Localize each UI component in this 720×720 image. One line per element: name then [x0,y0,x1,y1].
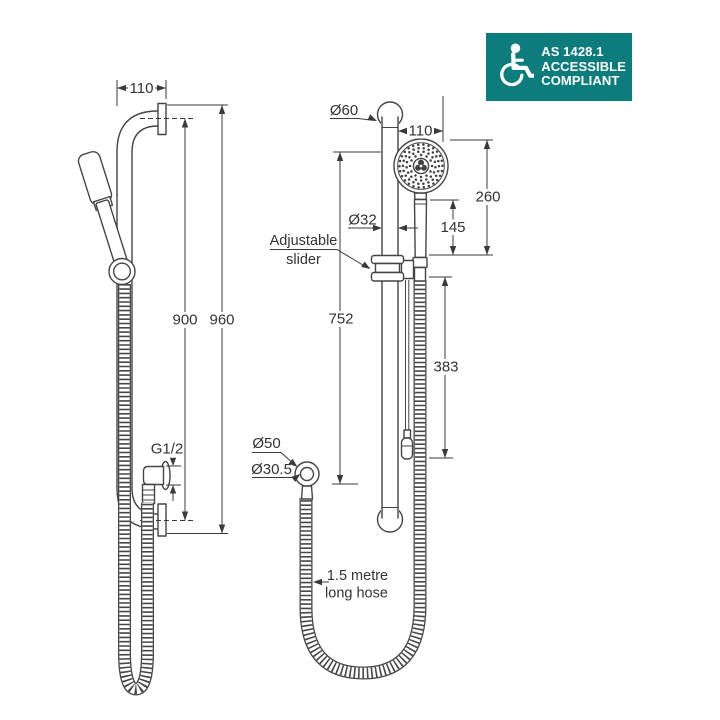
rail-diameter-callout: Ø32 [348,212,418,232]
slider-note: Adjustable slider [270,233,371,269]
hand-shower-side [77,150,136,286]
dim-wall-offset: 110 [116,80,167,106]
dim-rail-length: 752 [326,151,381,485]
front-view-drawing: Ø60 110 260 145 [251,96,503,673]
outlet-inner-diameter-label: Ø30.5 [251,461,292,478]
hose-note-line1: 1.5 metre [327,568,388,584]
rail-front [376,101,404,533]
pull-rod [403,429,412,439]
dim-rail-length-label: 752 [328,311,353,328]
wheelchair-icon [500,43,535,87]
outlet-diameter-label: Ø50 [252,435,280,452]
slider-note-line2: slider [286,252,321,268]
rail-diameter-label: Ø32 [348,212,376,229]
hose-length-note: 1.5 metre long hose [313,568,388,602]
dim-head-offset: 110 [398,96,444,142]
compliance-badge-text: AS 1428.1 ACCESSIBLE COMPLIANT [541,45,626,89]
dim-handset-length-label: 260 [475,189,500,206]
dim-head-offset-label: 110 [409,123,433,140]
thread-label: G1/2 [151,441,184,458]
hand-shower-handle-side [95,199,128,265]
head-centre-emblem [415,159,427,171]
hand-shower-front [393,138,449,282]
bend-diameter-callout: Ø60 [330,102,377,121]
slider-assembly [370,254,415,460]
bend-diameter-label: Ø60 [330,102,358,119]
dim-slider-travel-label: 383 [433,359,458,376]
dim-handset-length: 260 [429,139,503,256]
spray-nozzle-dots [398,143,444,189]
wall-elbow [141,460,171,505]
badge-word2: COMPLIANT [541,73,620,89]
dim-wall-offset-label: 110 [130,80,154,97]
side-view-drawing: 110 900 960 G1/2 [77,80,236,689]
slider-note-line1: Adjustable [270,233,338,249]
hose-note-line2: long hose [325,586,388,602]
thread-callout: G1/2 [151,441,184,501]
slider-body [370,254,405,265]
pull-rod-knob [400,437,414,460]
hose-front [306,280,420,673]
dim-handle-length-label: 145 [440,219,465,236]
compliance-badge: AS 1428.1 ACCESSIBLE COMPLIANT [486,33,632,101]
dim-overall-height: 960 [167,104,236,534]
dim-handle-length: 145 [430,199,467,255]
outlet-diameter-callouts: Ø50 Ø30.5 [251,435,301,482]
wall-outlet [294,461,320,500]
dim-rail-height-label: 900 [172,312,197,329]
badge-standard: AS 1428.1 [541,44,604,60]
badge-word1: ACCESSIBLE [541,58,626,74]
dim-slider-travel: 383 [429,276,460,459]
dim-overall-height-label: 960 [209,312,234,329]
dim-rail-height: 900 [171,118,199,521]
